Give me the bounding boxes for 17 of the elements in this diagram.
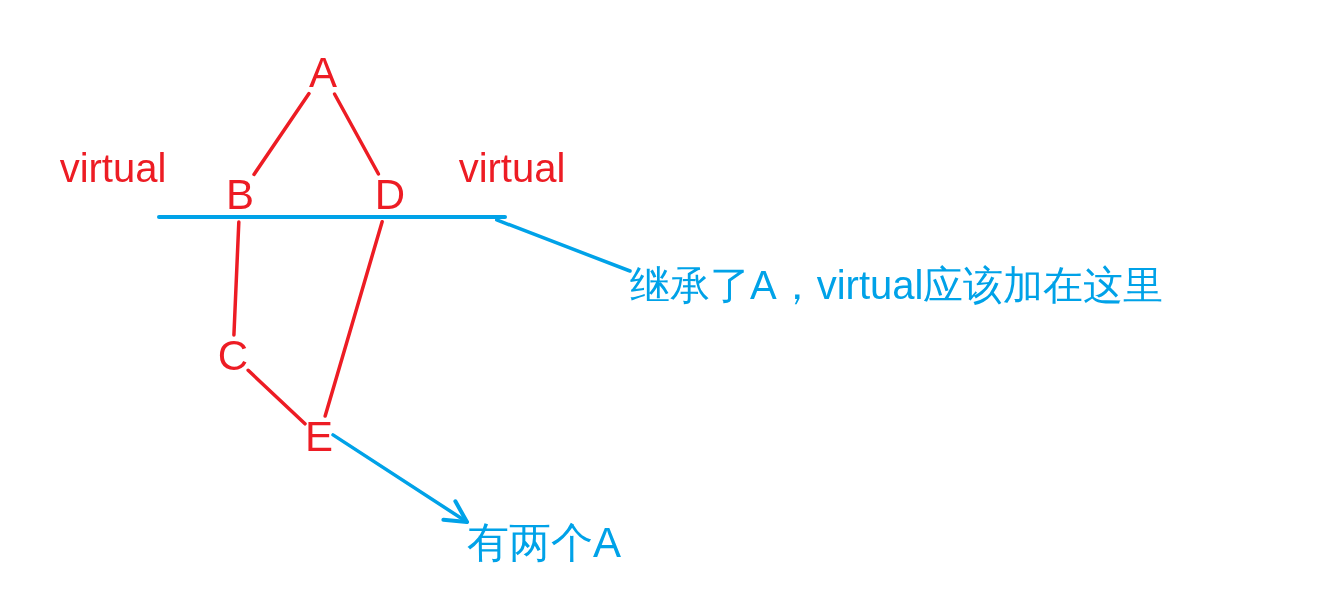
horizontal-line — [157, 215, 507, 219]
class-name: E — [305, 416, 333, 458]
leader-line — [495, 218, 632, 273]
keyword-label: virtual — [59, 148, 167, 188]
connector-line — [252, 91, 311, 177]
note-text: 继承了A，virtual应该加在这里 — [630, 265, 1164, 305]
note-text: 有两个A — [467, 522, 621, 564]
keyword-label: virtual — [458, 148, 566, 188]
arrow — [331, 433, 469, 524]
connector-line — [246, 368, 307, 426]
class-name: B — [226, 174, 254, 216]
connector-line — [232, 220, 241, 337]
connector-line — [332, 92, 381, 176]
class-name: D — [374, 174, 406, 216]
connector-line — [323, 220, 384, 418]
class-name: A — [309, 52, 337, 94]
class-name: C — [217, 335, 249, 377]
